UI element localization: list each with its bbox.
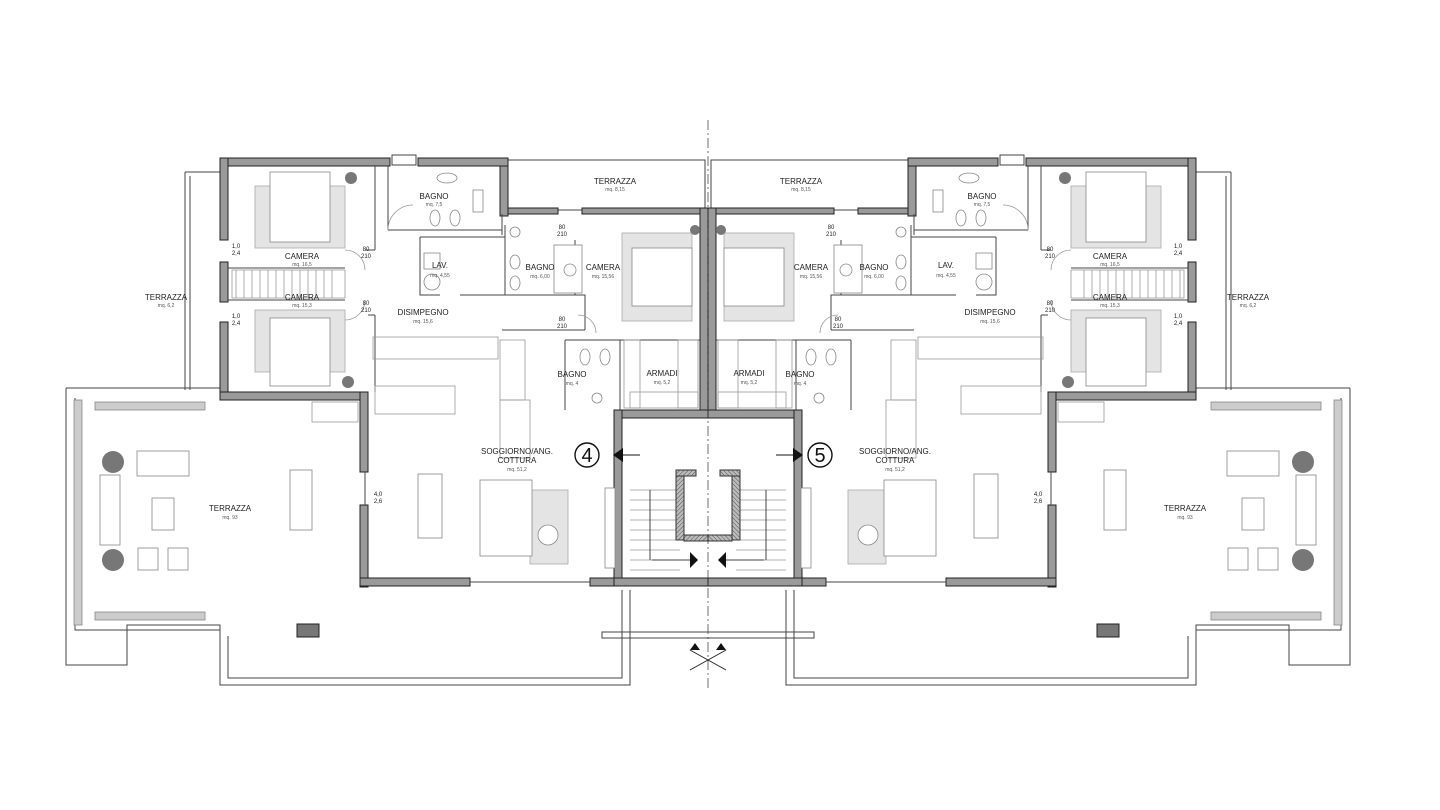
room-terrazza-large: TERRAZZA	[1164, 504, 1207, 513]
room-camera: CAMERA	[285, 293, 320, 302]
svg-text:1,0: 1,0	[1174, 244, 1183, 250]
room-terrazza-top: TERRAZZA	[594, 177, 637, 186]
svg-text:210: 210	[361, 254, 372, 260]
svg-text:1,0: 1,0	[232, 244, 241, 250]
room-camera: CAMERA	[285, 252, 320, 261]
svg-text:mq. 51,2: mq. 51,2	[885, 467, 905, 473]
room-camera: CAMERA	[794, 263, 829, 272]
left-unit-labels: TERRAZZA mq. 8,15 BAGNO mq. 7,5 CAMERA m…	[145, 177, 678, 521]
svg-text:mq. 15,56: mq. 15,56	[800, 274, 822, 280]
room-soggiorno: SOGGIORNO/ANG.	[859, 447, 931, 456]
svg-text:mq. 6,2: mq. 6,2	[158, 303, 175, 309]
svg-text:80: 80	[559, 225, 566, 231]
svg-text:mq. 16,5: mq. 16,5	[1100, 262, 1120, 268]
svg-text:mq. 4,55: mq. 4,55	[936, 273, 956, 279]
svg-text:5: 5	[814, 445, 825, 467]
svg-text:2,4: 2,4	[232, 251, 241, 257]
left-unit-geometry	[65, 154, 709, 686]
svg-text:4: 4	[581, 445, 592, 467]
svg-text:mq. 6,00: mq. 6,00	[864, 274, 884, 280]
svg-text:mq. 15,6: mq. 15,6	[980, 319, 1000, 325]
window-tags: 1,0 2,4 1,0 2,4 1,0 2,4 1,0 2,4 4,0 2,6 …	[232, 244, 1183, 505]
svg-text:mq. 16,5: mq. 16,5	[292, 262, 312, 268]
svg-text:mq. 5,2: mq. 5,2	[741, 380, 758, 386]
room-soggiorno: SOGGIORNO/ANG.	[481, 447, 553, 456]
room-lav: LAV.	[938, 261, 954, 270]
svg-text:210: 210	[557, 324, 568, 330]
svg-text:mq. 4,55: mq. 4,55	[430, 273, 450, 279]
svg-text:mq. 8,15: mq. 8,15	[605, 187, 625, 193]
svg-text:80: 80	[1047, 247, 1054, 253]
svg-text:mq. 51,2: mq. 51,2	[507, 467, 527, 473]
room-bagno: BAGNO	[860, 263, 889, 272]
svg-text:mq. 7,5: mq. 7,5	[426, 202, 443, 208]
svg-text:2,4: 2,4	[232, 321, 241, 327]
section-marker-5: 5	[776, 442, 833, 468]
room-camera: CAMERA	[586, 263, 621, 272]
room-bagno: BAGNO	[558, 370, 587, 379]
svg-text:mq. 4: mq. 4	[794, 381, 807, 387]
room-disimpegno: DISIMPEGNO	[964, 308, 1015, 317]
room-lav: LAV.	[432, 261, 448, 270]
svg-text:80: 80	[363, 301, 370, 307]
room-bagno: BAGNO	[420, 192, 449, 201]
svg-text:mq. 4: mq. 4	[566, 381, 579, 387]
right-unit-labels: TERRAZZA mq. 8,15 BAGNO mq. 7,5 CAMERA m…	[733, 177, 1269, 521]
svg-text:80: 80	[835, 317, 842, 323]
svg-text:210: 210	[361, 308, 372, 314]
room-disimpegno: DISIMPEGNO	[397, 308, 448, 317]
svg-text:mq. 8,15: mq. 8,15	[791, 187, 811, 193]
right-unit-geometry	[707, 154, 1351, 686]
svg-text:mq. 6,00: mq. 6,00	[530, 274, 550, 280]
room-camera: CAMERA	[1093, 293, 1128, 302]
north-arrow-icon	[689, 649, 727, 671]
svg-text:2,4: 2,4	[1174, 251, 1183, 257]
svg-text:210: 210	[1045, 308, 1056, 314]
svg-text:1,0: 1,0	[1174, 314, 1183, 320]
room-terrazza-large: TERRAZZA	[209, 504, 252, 513]
svg-text:mq. 15,3: mq. 15,3	[292, 303, 312, 309]
room-bagno: BAGNO	[786, 370, 815, 379]
room-bagno: BAGNO	[968, 192, 997, 201]
room-terrazza-top: TERRAZZA	[780, 177, 823, 186]
room-terrazza-side: TERRAZZA	[1227, 293, 1270, 302]
svg-text:2,4: 2,4	[1174, 321, 1183, 327]
svg-text:210: 210	[557, 232, 568, 238]
svg-text:mq. 15,3: mq. 15,3	[1100, 303, 1120, 309]
svg-text:80: 80	[559, 317, 566, 323]
room-terrazza-side: TERRAZZA	[145, 293, 188, 302]
svg-text:210: 210	[833, 324, 844, 330]
room-camera: CAMERA	[1093, 252, 1128, 261]
svg-text:mq. 15,6: mq. 15,6	[413, 319, 433, 325]
svg-text:mq. 7,5: mq. 7,5	[974, 202, 991, 208]
svg-text:1,0: 1,0	[232, 314, 241, 320]
svg-text:80: 80	[363, 247, 370, 253]
svg-text:mq. 93: mq. 93	[1177, 515, 1193, 521]
room-armadi: ARMADI	[646, 369, 677, 378]
svg-text:mq. 6,2: mq. 6,2	[1240, 303, 1257, 309]
door-tags: 80 210 80 210 80 210 80 210 80 210 80 21…	[361, 225, 1056, 330]
svg-text:4,0: 4,0	[1034, 492, 1043, 498]
section-marker-4: 4	[574, 442, 640, 468]
svg-text:2,6: 2,6	[374, 499, 383, 505]
svg-text:COTTURA: COTTURA	[876, 456, 915, 465]
svg-text:210: 210	[1045, 254, 1056, 260]
svg-text:COTTURA: COTTURA	[498, 456, 537, 465]
svg-text:mq. 5,2: mq. 5,2	[654, 380, 671, 386]
room-armadi: ARMADI	[733, 369, 764, 378]
svg-text:80: 80	[828, 225, 835, 231]
svg-text:80: 80	[1047, 301, 1054, 307]
svg-text:mq. 93: mq. 93	[222, 515, 238, 521]
svg-text:210: 210	[826, 232, 837, 238]
room-bagno: BAGNO	[526, 263, 555, 272]
svg-text:4,0: 4,0	[374, 492, 383, 498]
svg-text:mq. 15,56: mq. 15,56	[592, 274, 614, 280]
svg-text:2,6: 2,6	[1034, 499, 1043, 505]
